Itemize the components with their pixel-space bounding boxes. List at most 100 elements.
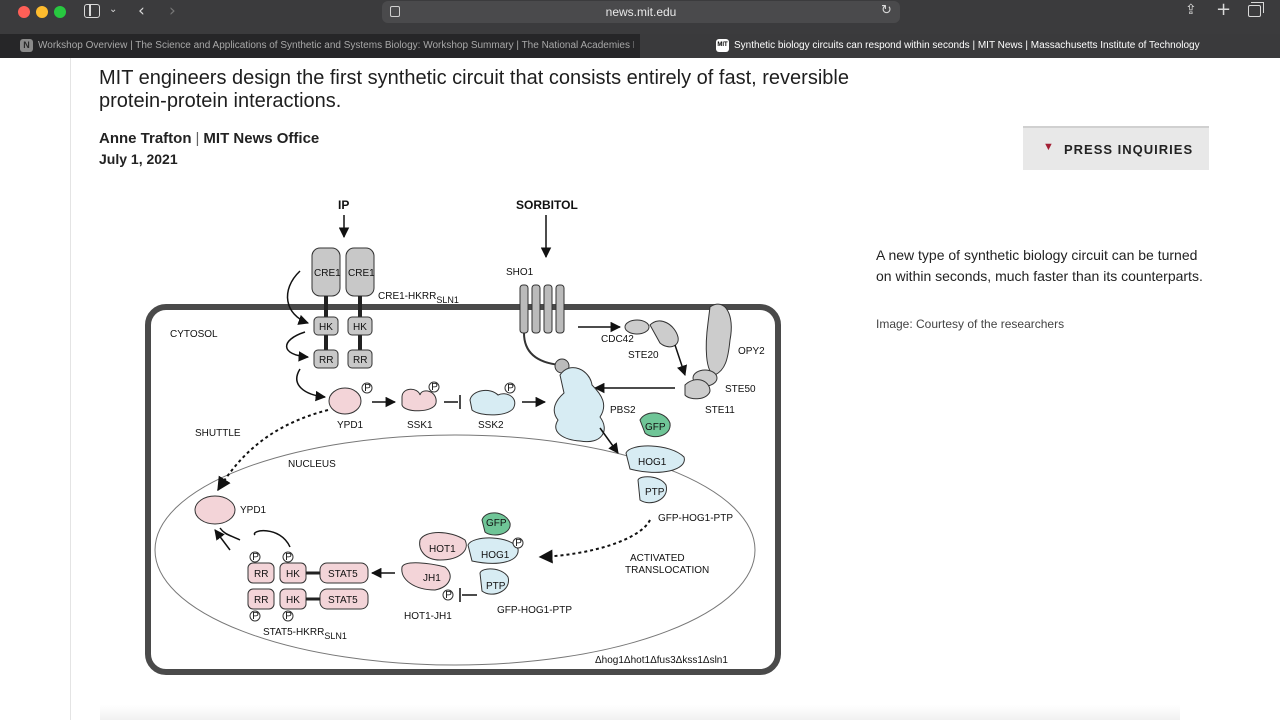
stat5-hkrr-label: STAT5-HKRRSLN1 — [263, 627, 347, 641]
press-inquiries-button[interactable]: ▼ PRESS INQUIRIES — [1023, 126, 1209, 170]
ssk1-label: SSK1 — [407, 420, 433, 431]
cdc42-label: CDC42 — [601, 334, 634, 345]
opy2-label: OPY2 — [738, 346, 765, 357]
ste11-label: STE11 — [705, 405, 735, 416]
ssk1 — [401, 388, 437, 412]
shuttle-label: SHUTTLE — [195, 428, 241, 439]
svg-text:HK: HK — [286, 595, 300, 606]
byline-separator: | — [195, 130, 200, 147]
sho1-label: SHO1 — [506, 267, 534, 278]
gfp-hog1-ptp-nucleus: GFP HOG1 PTP P — [467, 512, 524, 595]
back-arrow-icon[interactable]: ‹ — [138, 1, 145, 21]
ssk2 — [469, 389, 516, 416]
page-bottom-edge — [100, 705, 1180, 720]
phospho-label: P — [431, 382, 438, 393]
ypd1-nucleus — [194, 495, 236, 525]
pbs2 — [553, 367, 605, 443]
svg-text:STAT5: STAT5 — [328, 595, 358, 606]
tab-overview-icon[interactable] — [1248, 2, 1264, 17]
press-inquiries-label: PRESS INQUIRIES — [1064, 142, 1194, 157]
chevron-down-icon: ▼ — [1043, 141, 1054, 153]
phospho-label: P — [507, 383, 514, 394]
browser-toolbar: ⌄ ‹ › news.mit.edu ↻ ⇪ + — [0, 0, 1280, 34]
translocation-label: TRANSLOCATION — [625, 565, 709, 576]
share-icon[interactable]: ⇪ — [1185, 2, 1197, 18]
ypd1-label: YPD1 — [337, 420, 364, 431]
tab-bar: N Workshop Overview | The Science and Ap… — [0, 34, 1280, 58]
phospho-label: P — [445, 590, 452, 601]
svg-text:HOT1: HOT1 — [429, 544, 456, 555]
ip-label: IP — [338, 198, 349, 212]
phospho-label: P — [285, 611, 292, 622]
phospho-label: P — [364, 383, 371, 394]
svg-text:HOG1: HOG1 — [638, 457, 667, 468]
gfp-hog1-ptp-label-nucleus: GFP-HOG1-PTP — [497, 605, 572, 616]
activated-label: ACTIVATED — [630, 553, 685, 564]
author-name[interactable]: Anne Trafton — [99, 130, 192, 147]
circuit-diagram: IP SORBITOL CRE1 CRE1 HK HK RR RR CRE1-H… — [145, 198, 781, 675]
mit-favicon-icon: MIT — [716, 39, 729, 52]
tab-label: Synthetic biology circuits can respond w… — [734, 40, 1200, 51]
nap-favicon-icon: N — [20, 39, 33, 52]
ypd1-cytosol — [328, 387, 362, 415]
opy2-ste50-ste11 — [684, 303, 732, 400]
svg-text:HK: HK — [353, 322, 367, 333]
svg-text:JH1: JH1 — [423, 573, 441, 584]
nucleus-label: NUCLEUS — [288, 459, 336, 470]
circuit-diagram-figure: IP SORBITOL CRE1 CRE1 HK HK RR RR CRE1-H… — [140, 195, 790, 685]
svg-text:PTP: PTP — [486, 581, 506, 592]
pbs2-label: PBS2 — [610, 405, 636, 416]
chevron-down-icon[interactable]: ⌄ — [109, 4, 118, 15]
svg-text:CRE1: CRE1 — [314, 268, 341, 279]
sho1-receptor — [519, 284, 570, 374]
ste20-label: STE20 — [628, 350, 659, 361]
hot1-jh1: HOT1 JH1 P — [401, 532, 467, 601]
image-credit: Image: Courtesy of the researchers — [876, 317, 1065, 331]
svg-text:RR: RR — [254, 569, 268, 580]
cre1-hkrr-label: CRE1-HKRRSLN1 — [378, 291, 459, 305]
ypd1-nucleus-label: YPD1 — [240, 505, 267, 516]
ssk2-label: SSK2 — [478, 420, 504, 431]
svg-text:GFP: GFP — [486, 518, 507, 529]
gfp-hog1-ptp-label-cytosol: GFP-HOG1-PTP — [658, 513, 733, 524]
article-dek: MIT engineers design the first synthetic… — [99, 67, 849, 112]
new-tab-icon[interactable]: + — [1216, 0, 1232, 20]
article-date: July 1, 2021 — [99, 151, 178, 167]
svg-text:RR: RR — [254, 595, 268, 606]
phospho-label: P — [285, 552, 292, 563]
tab-workshop-overview[interactable]: N Workshop Overview | The Science and Ap… — [0, 34, 640, 58]
genotype-label: Δhog1Δhot1Δfus3Δkss1Δsln1 — [595, 655, 728, 666]
svg-text:HK: HK — [286, 569, 300, 580]
ste50-label: STE50 — [725, 384, 756, 395]
page-menu-icon[interactable] — [390, 6, 400, 17]
cell-membrane — [145, 304, 781, 675]
gfp-hog1-ptp-cytosol: GFP HOG1 PTP — [625, 412, 685, 504]
cytosol-label: CYTOSOL — [170, 329, 218, 340]
address-bar[interactable]: news.mit.edu ↻ — [382, 1, 900, 23]
tab-label: Workshop Overview | The Science and Appl… — [38, 40, 634, 51]
content-divider — [70, 58, 71, 720]
news-office[interactable]: MIT News Office — [203, 130, 320, 147]
svg-text:HK: HK — [319, 322, 333, 333]
minimize-window-button[interactable] — [36, 6, 48, 18]
phospho-label: P — [252, 552, 259, 563]
phospho-label: P — [515, 538, 522, 549]
cre1-receptor: CRE1 CRE1 HK HK RR RR — [311, 247, 375, 369]
zoom-window-button[interactable] — [54, 6, 66, 18]
tab-mit-news[interactable]: MIT Synthetic biology circuits can respo… — [640, 34, 1280, 58]
image-caption: A new type of synthetic biology circuit … — [876, 247, 1203, 284]
svg-text:RR: RR — [353, 355, 367, 366]
sidebar-toggle-icon[interactable] — [84, 4, 100, 18]
svg-text:STAT5: STAT5 — [328, 569, 358, 580]
close-window-button[interactable] — [18, 6, 30, 18]
forward-arrow-icon[interactable]: › — [169, 1, 176, 21]
sorbitol-label: SORBITOL — [516, 198, 578, 212]
cdc42-ste20 — [624, 319, 679, 348]
address-text: news.mit.edu — [605, 5, 677, 19]
svg-text:CRE1: CRE1 — [348, 268, 375, 279]
reload-icon[interactable]: ↻ — [881, 3, 892, 18]
svg-text:PTP: PTP — [645, 487, 665, 498]
hot1-jh1-label: HOT1-JH1 — [404, 611, 452, 622]
svg-text:RR: RR — [319, 355, 333, 366]
